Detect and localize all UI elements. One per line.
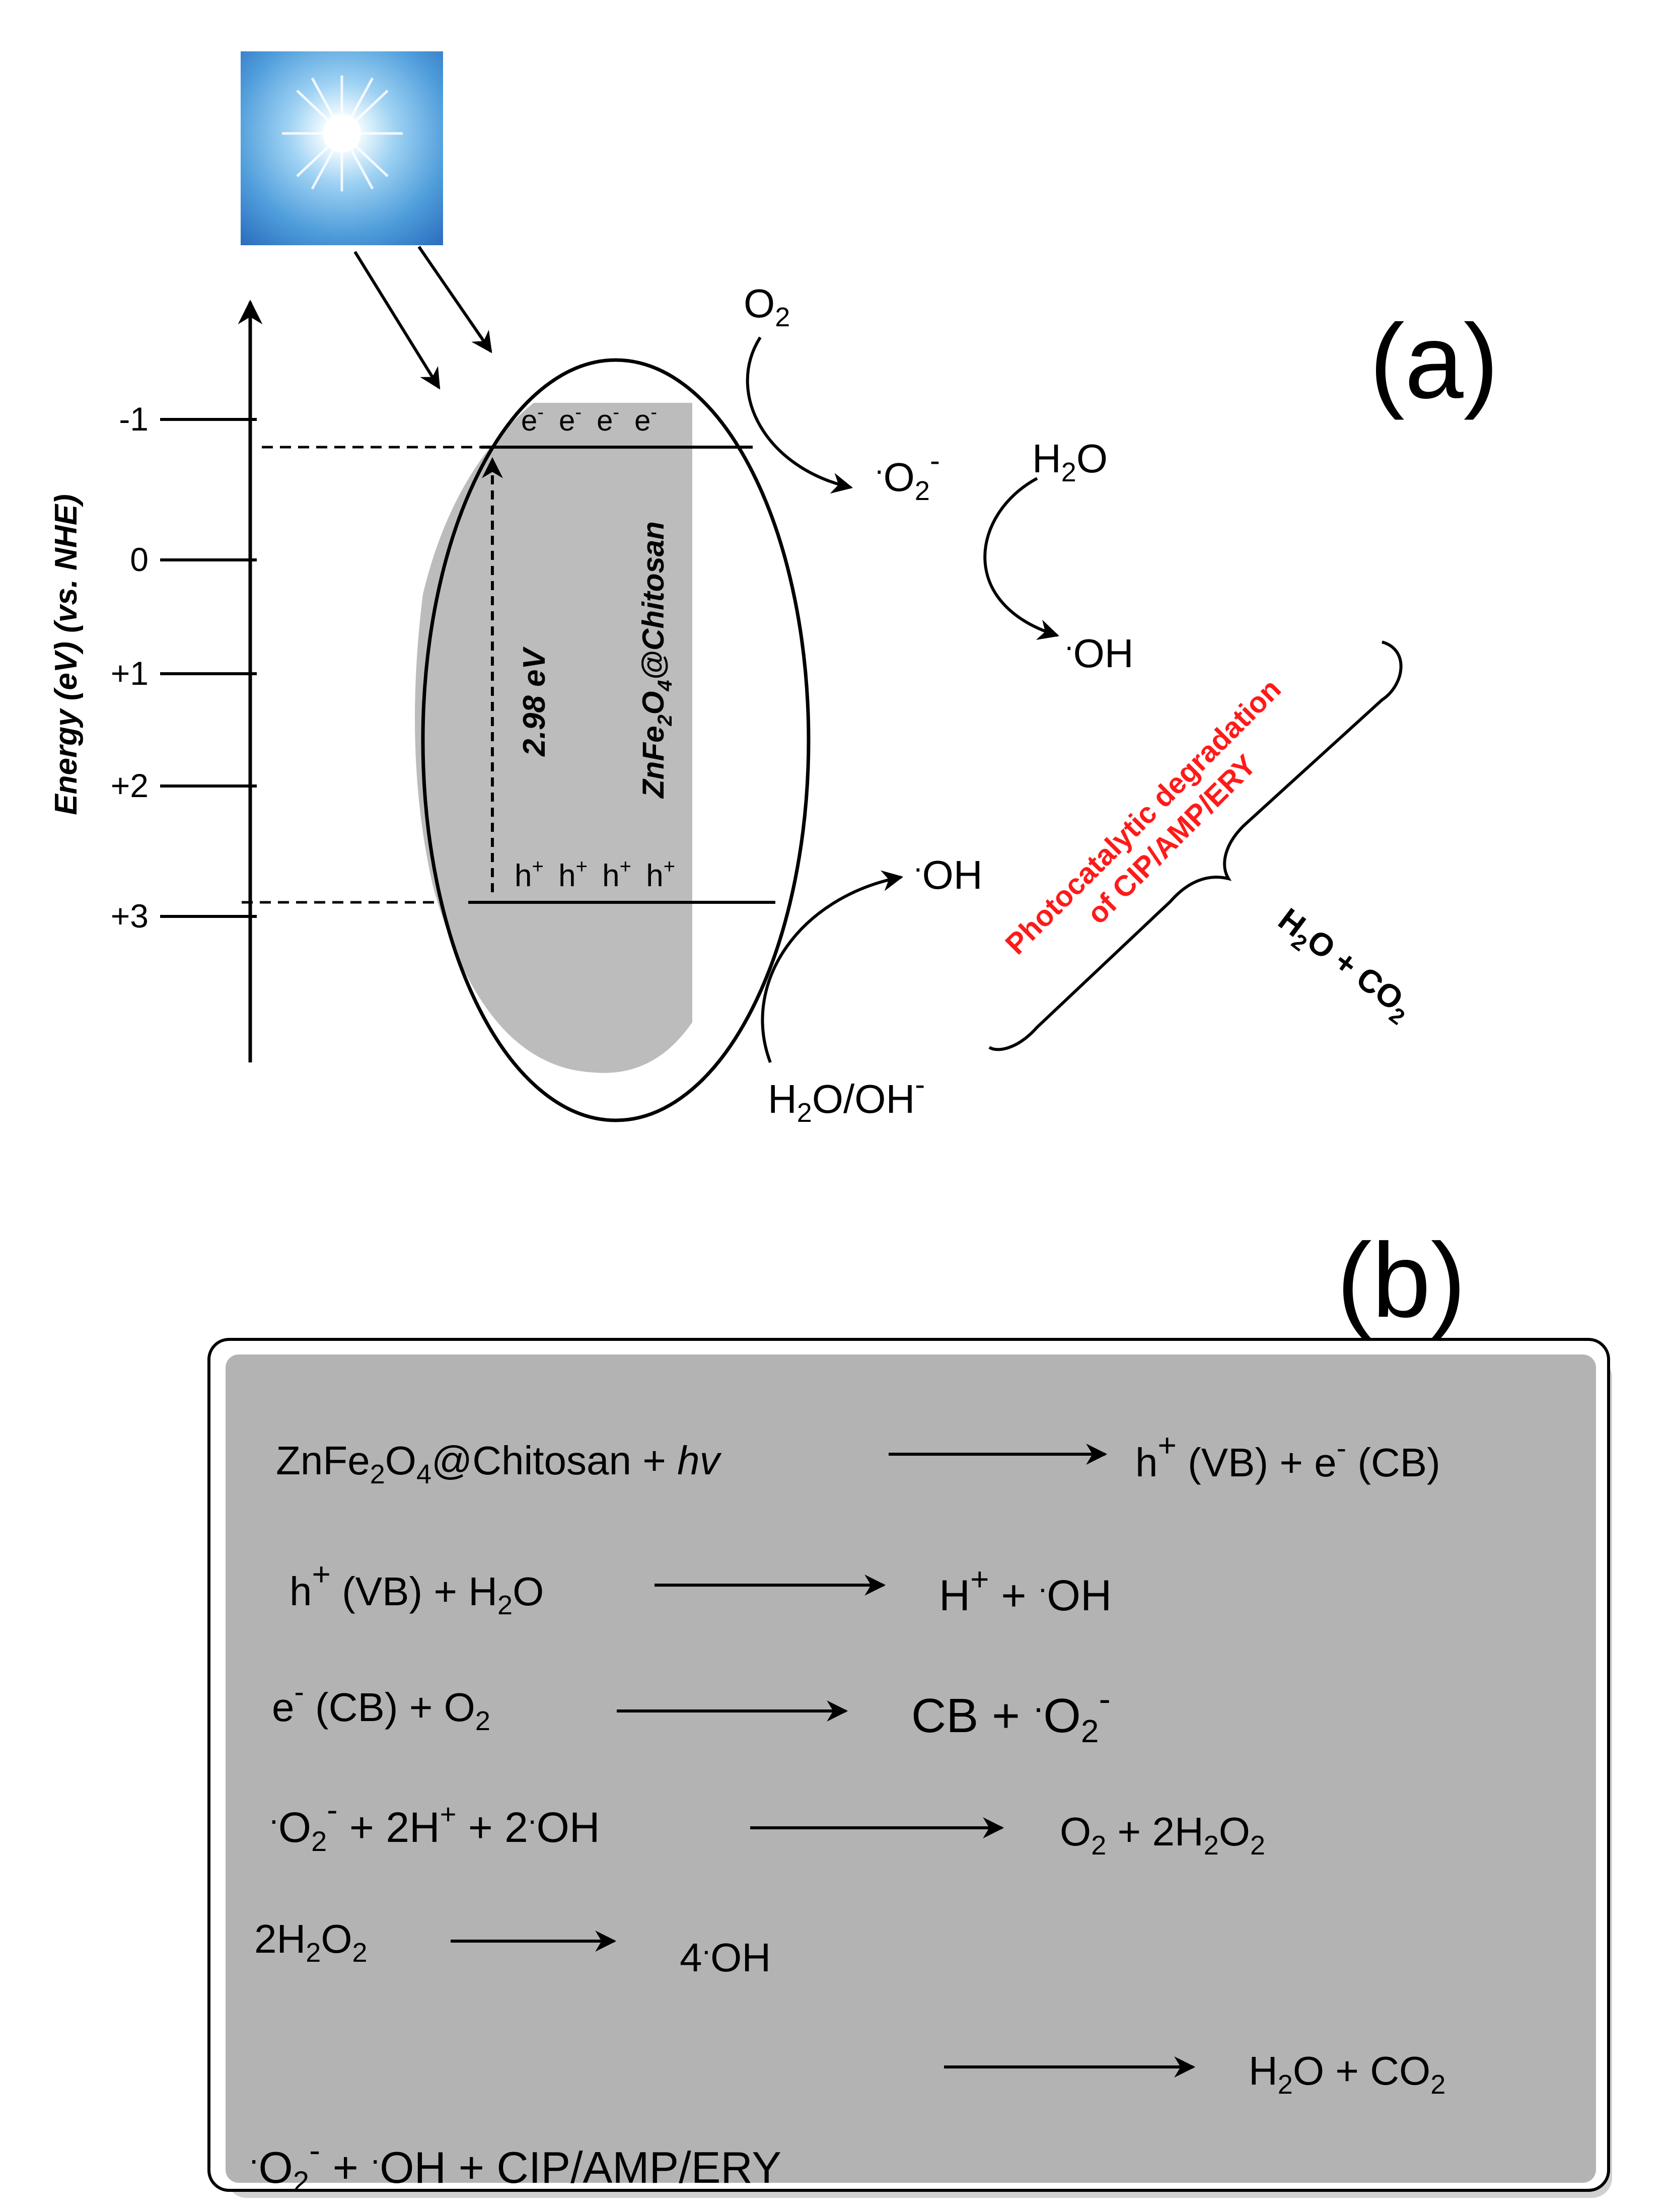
material-label: ZnFe2O4@Chitosan — [636, 521, 676, 799]
tick-label-plus3: +3 — [111, 897, 149, 935]
reaction-3-lhs: e- (CB) + O2 — [272, 1676, 490, 1736]
panel-b-label: (b) — [1337, 1221, 1466, 1339]
water-oxidation-arrow — [983, 477, 1060, 640]
reaction-2-lhs: h+ (VB) + H2O — [289, 1556, 544, 1620]
reaction-6: H2O + CO2 .O2- + .OH + CIP/AMP/ERY — [249, 2048, 1445, 2198]
tick-label-plus1: +1 — [111, 655, 149, 692]
semiconductor-band — [415, 358, 811, 1122]
panel-a-label: (a) — [1369, 302, 1499, 420]
reaction-5-lhs: 2H2O2 — [254, 1916, 368, 1968]
reaction-1-lhs: ZnFe2O4@Chitosan + hv — [276, 1438, 722, 1489]
superoxide-species: .O2- — [875, 444, 940, 506]
reaction-5-rhs: 4.OH — [680, 1927, 771, 1980]
degradation-brace — [988, 640, 1403, 1051]
reaction-6-rhs: H2O + CO2 — [1249, 2048, 1445, 2100]
panel-a: (a) -1 0 +1 — [49, 51, 1499, 1128]
axis-title: Energy (eV) (vs. NHE) — [49, 494, 84, 815]
tick-label-plus2: +2 — [111, 767, 149, 804]
hydroxyl-radical-bottom: .OH — [914, 844, 983, 897]
hole-oxidation-arrow — [761, 870, 904, 1063]
reaction-4-lhs: .O2- + 2H+ + 2.OH — [269, 1792, 600, 1857]
reaction-3-rhs: CB + .O2- — [911, 1679, 1111, 1749]
sunlight-icon — [241, 51, 443, 245]
reaction-2: h+ (VB) + H2O H+ + .OH — [289, 1556, 1112, 1620]
tick-label-minus1: -1 — [119, 400, 149, 438]
tick-label-0: 0 — [130, 541, 149, 578]
o2-species: O2 — [744, 281, 790, 332]
reaction-1: ZnFe2O4@Chitosan + hv h+ (VB) + e- (CB) — [276, 1427, 1440, 1489]
panel-b: (b) ZnFe2O4@Chitosan + hv h+ (VB) + e- (… — [207, 1221, 1612, 2198]
hydroxyl-radical-top: .OH — [1065, 623, 1134, 676]
water-hydroxide-species: H2O/OH- — [768, 1067, 925, 1128]
o2-reduction-arrow — [746, 336, 853, 494]
energy-axis: -1 0 +1 +2 +3 Energy (eV) (vs. NHE) — [49, 300, 263, 1062]
electrons-label: e- e- e- e- — [521, 392, 657, 437]
holes-label: h+ h+ h+ h+ — [515, 845, 675, 893]
light-arrow-1 — [353, 251, 441, 390]
reaction-5: 2H2O2 4.OH — [254, 1916, 771, 1980]
band-gap-label: 2.98 eV — [517, 646, 552, 756]
reaction-2-rhs: H+ + .OH — [939, 1561, 1112, 1620]
light-arrow-2 — [417, 246, 492, 353]
reaction-4-rhs: O2 + 2H2O2 — [1060, 1809, 1265, 1861]
reaction-3: e- (CB) + O2 CB + .O2- — [272, 1676, 1111, 1749]
water-species: H2O — [1032, 436, 1108, 487]
degradation-label: Photocatalytic degradation of CIP/AMP/ER… — [999, 667, 1319, 986]
reaction-6-lhs: .O2- + .OH + CIP/AMP/ERY — [249, 2131, 781, 2198]
reaction-1-rhs: h+ (VB) + e- (CB) — [1135, 1427, 1440, 1485]
products-label: H2O + CO2 — [1268, 901, 1420, 1030]
reactions-box-fill — [226, 1354, 1596, 2183]
reaction-4: .O2- + 2H+ + 2.OH O2 + 2H2O2 — [269, 1792, 1265, 1861]
